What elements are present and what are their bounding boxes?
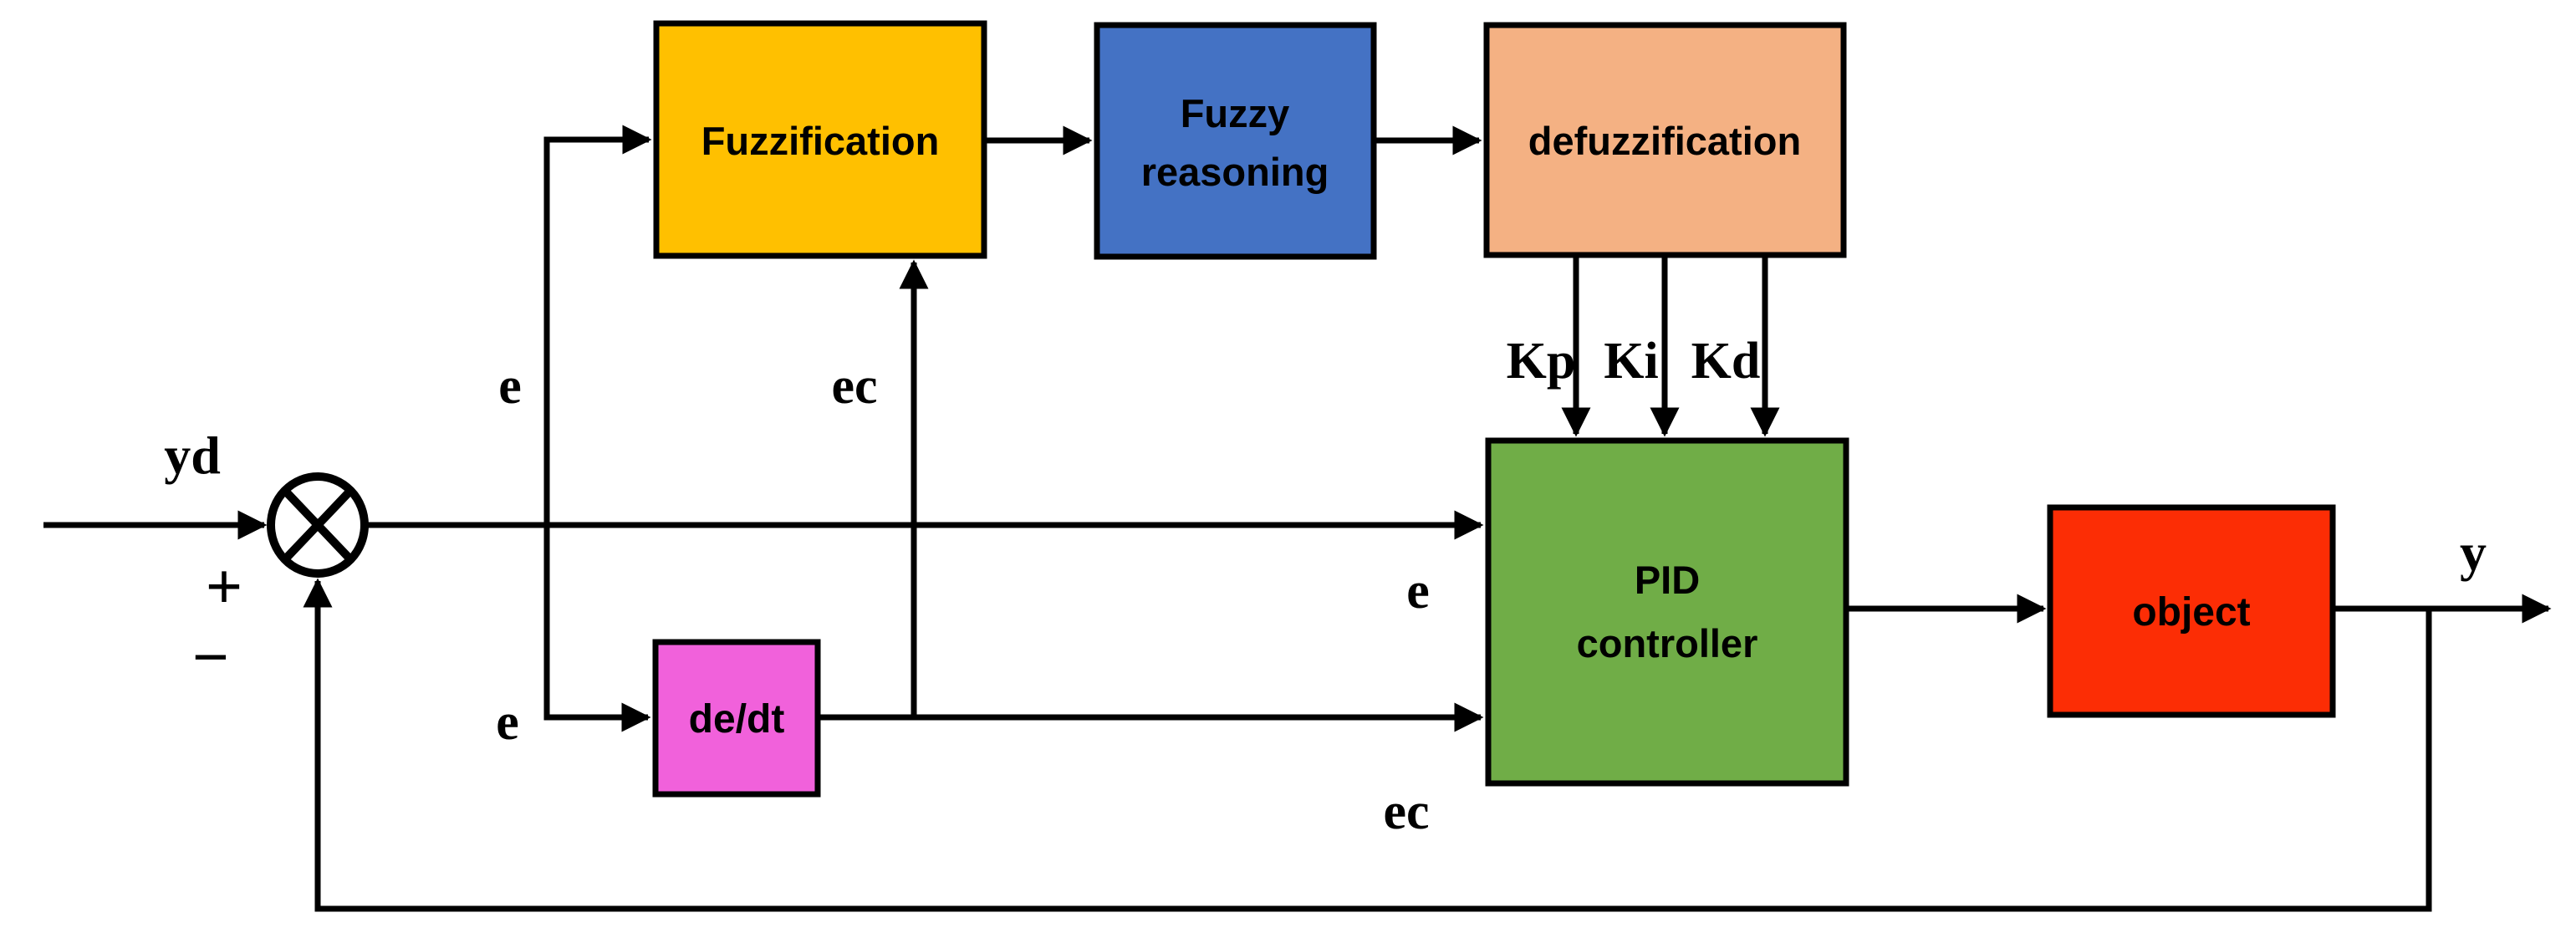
summing-junction-cross-2 bbox=[282, 487, 354, 563]
object-label: object bbox=[2132, 590, 2250, 635]
dedt-label: de/dt bbox=[689, 697, 785, 742]
ki-label: Ki bbox=[1604, 333, 1658, 390]
fuzzification-block: Fuzzification bbox=[653, 20, 987, 259]
e-top-label: e bbox=[498, 358, 522, 415]
pid-controller-label-line2: controller bbox=[1577, 621, 1758, 665]
summing-junction bbox=[267, 472, 369, 578]
error-to-fuzzification-arrow bbox=[543, 125, 652, 525]
e-bottom-label: e bbox=[496, 694, 519, 751]
feedback-arrow bbox=[303, 578, 2432, 912]
fuzzy-reasoning-box bbox=[1094, 22, 1377, 260]
defuzzification-box bbox=[1483, 22, 1847, 258]
minus-sign: − bbox=[192, 620, 229, 693]
fuzzy-reasoning-block: Fuzzy reasoning bbox=[1094, 22, 1377, 260]
dedt-block: de/dt bbox=[652, 639, 821, 798]
ec-pid-label: ec bbox=[1383, 783, 1429, 840]
plus-sign: + bbox=[206, 550, 242, 623]
fuzzy-reasoning-label-line2: reasoning bbox=[1141, 150, 1329, 194]
e-pid-label: e bbox=[1406, 563, 1430, 619]
object-box bbox=[2047, 504, 2336, 718]
wires bbox=[43, 125, 2552, 912]
pid-controller-box bbox=[1485, 437, 1849, 787]
defuzzification-block: defuzzification bbox=[1483, 22, 1847, 258]
pid-controller-label-line1: PID bbox=[1635, 558, 1700, 602]
fuzzy-reasoning-label-line1: Fuzzy bbox=[1181, 91, 1290, 135]
signal-labels: yd + − e ec e e ec Kp Ki Kd y bbox=[164, 333, 2487, 840]
object-block: object bbox=[2047, 504, 2336, 718]
pid-controller-block: PID controller bbox=[1485, 437, 1849, 787]
ec-top-label: ec bbox=[831, 358, 877, 415]
defuzzification-label: defuzzification bbox=[1528, 119, 1801, 163]
kp-label: Kp bbox=[1507, 333, 1576, 390]
dedt-box bbox=[652, 639, 821, 798]
kd-label: Kd bbox=[1691, 333, 1761, 390]
output-label: y bbox=[2460, 523, 2487, 582]
setpoint-label: yd bbox=[164, 426, 221, 485]
fuzzification-box bbox=[653, 20, 987, 259]
error-to-dedt-arrow bbox=[543, 525, 651, 732]
fuzzification-label: Fuzzification bbox=[701, 119, 940, 163]
